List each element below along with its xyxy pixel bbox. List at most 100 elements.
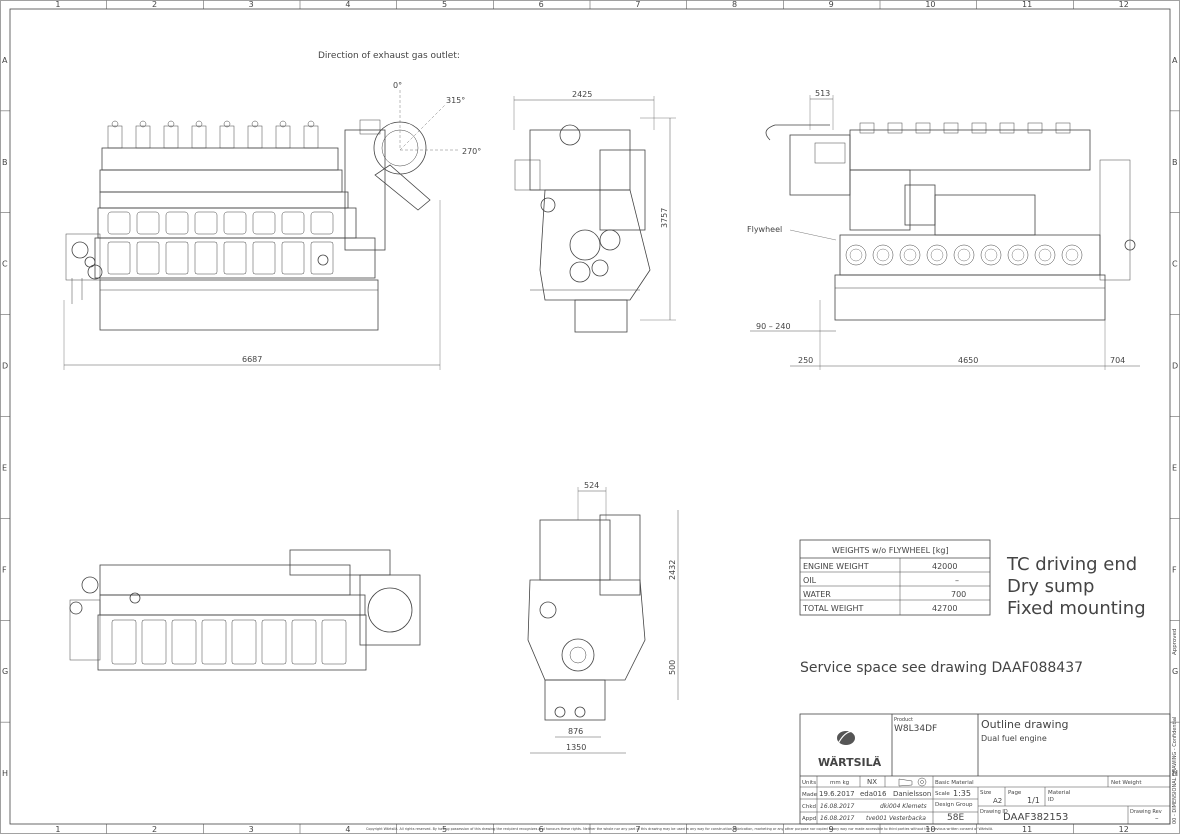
appd-label: Appd (802, 816, 816, 822)
grid-col-top-8: 8 (732, 0, 737, 9)
drawing-id-label: Drawing ID (980, 809, 1008, 815)
grid-col-top-6: 6 (539, 0, 544, 9)
grid-row-right-D: D (1172, 362, 1178, 371)
grid-col-top-7: 7 (635, 0, 640, 9)
size-label: Size (980, 790, 992, 796)
grid-col-top-5: 5 (442, 0, 447, 9)
grid-col-top-12: 12 (1119, 0, 1129, 9)
appd-name: tve001 Vesterbacka (866, 815, 926, 822)
engine-notes: TC driving end Dry sump Fixed mounting (1006, 554, 1146, 619)
grid-row-left-E: E (2, 463, 7, 472)
grid-col-bottom-8: 8 (732, 825, 737, 834)
dim-end-width: 2425 (572, 90, 592, 99)
made-name: Danielsson (893, 790, 931, 798)
nx-value: NX (867, 778, 877, 786)
note-tc-driving-end: TC driving end (1006, 554, 1137, 575)
grid-col-bottom-4: 4 (345, 825, 350, 834)
drawing-title: Outline drawing (981, 718, 1069, 731)
made-id: eda016 (860, 790, 887, 798)
drawing-rev-label: Drawing Rev (1130, 809, 1162, 815)
dim-end-height: 3757 (660, 208, 669, 228)
grid-row-right-A: A (1172, 56, 1178, 65)
weights-value-1: – (955, 576, 959, 585)
grid-col-bottom-6: 6 (539, 825, 544, 834)
note-fixed-mounting: Fixed mounting (1007, 598, 1146, 619)
grid-col-bottom-5: 5 (442, 825, 447, 834)
engine-side-view: Direction of exhaust gas outlet: 0° 315° (63, 51, 481, 370)
engine-rear-view: 513 Flywheel 90 – 240 250 4650 704 (747, 89, 1140, 370)
angle-315-label: 315° (446, 96, 465, 105)
grid-col-bottom-9: 9 (829, 825, 834, 834)
weights-label-1: OIL (803, 576, 817, 585)
grid-row-left-F: F (2, 565, 7, 574)
scale-label: Scale (935, 791, 950, 797)
angle-0-label: 0° (393, 81, 402, 90)
material-label: Material (1048, 790, 1071, 796)
appd-date: 16.08.2017 (820, 815, 855, 822)
grid-row-left-H: H (2, 769, 8, 778)
grid-col-top-4: 4 (345, 0, 350, 9)
basic-material-label: Basic Material (935, 780, 974, 786)
grid-col-bottom-10: 10 (925, 825, 935, 834)
material-id-label: ID (1048, 797, 1054, 803)
product-label: Product (894, 717, 913, 723)
design-group-label: Design Group (935, 802, 973, 808)
weights-label-3: TOTAL WEIGHT (802, 604, 863, 613)
grid-col-bottom-7: 7 (635, 825, 640, 834)
engine-end-view: 2425 3757 (513, 90, 676, 333)
grid-col-bottom-11: 11 (1022, 825, 1032, 834)
grid-row-right-F: F (1172, 565, 1177, 574)
grid-row-left-B: B (2, 158, 8, 167)
grid-col-bottom-2: 2 (152, 825, 157, 834)
weights-value-0: 42000 (932, 562, 957, 571)
grid-col-bottom-3: 3 (249, 825, 254, 834)
drawing-rev-value: – (1155, 814, 1159, 822)
grid-row-right-E: E (1172, 463, 1177, 472)
product-value: W8L34DF (894, 724, 937, 734)
chkd-label: Chkd (802, 804, 816, 810)
angle-270-label: 270° (462, 147, 481, 156)
engine-top-view (69, 549, 421, 671)
engine-front-view: 524 2432 500 876 1350 (527, 481, 679, 754)
grid-col-top-11: 11 (1022, 0, 1032, 9)
dim-rear-704: 704 (1110, 356, 1125, 365)
grid-col-top-9: 9 (829, 0, 834, 9)
dim-rear-250: 250 (798, 356, 813, 365)
copyright-note: Copyright Wärtsilä. All rights reserved.… (366, 827, 993, 831)
scale-value: 1:35 (953, 789, 971, 798)
page-label: Page (1008, 790, 1022, 796)
dim-bot-524: 524 (584, 481, 599, 490)
weights-label-2: WATER (803, 590, 831, 599)
weights-value-3: 42700 (932, 604, 957, 613)
grid-row-left-C: C (2, 260, 8, 269)
weights-label-0: ENGINE WEIGHT (803, 562, 869, 571)
projection-symbol-icon (898, 777, 927, 787)
approved-label: Approved (1172, 629, 1178, 655)
grid-col-bottom-1: 1 (55, 825, 60, 834)
title-block: WÄRTSILÄ Product W8L34DF Outline drawing… (799, 713, 1171, 825)
dim-bot-500: 500 (668, 660, 677, 675)
grid-row-right-B: B (1172, 158, 1178, 167)
chkd-date: 16.08.2017 (820, 803, 855, 810)
flywheel-label: Flywheel (747, 225, 782, 234)
page-value: 1/1 (1027, 796, 1040, 805)
grid-row-right-C: C (1172, 260, 1178, 269)
dim-rear-4650: 4650 (958, 356, 978, 365)
weights-title: WEIGHTS w/o FLYWHEEL [kg] (832, 546, 949, 555)
dim-bot-2432: 2432 (668, 560, 677, 580)
made-label: Made (802, 792, 818, 798)
brand-name: WÄRTSILÄ (818, 755, 882, 769)
dim-side-length: 6687 (242, 355, 262, 364)
grid-col-top-2: 2 (152, 0, 157, 9)
weights-value-2: 700 (951, 590, 966, 599)
exhaust-direction-title: Direction of exhaust gas outlet: (318, 51, 460, 61)
wartsila-logo: WÄRTSILÄ (818, 730, 882, 769)
grid-row-left-G: G (2, 667, 8, 676)
net-weight-label: Net Weight (1111, 780, 1142, 786)
drawing-subtitle: Dual fuel engine (981, 734, 1047, 743)
